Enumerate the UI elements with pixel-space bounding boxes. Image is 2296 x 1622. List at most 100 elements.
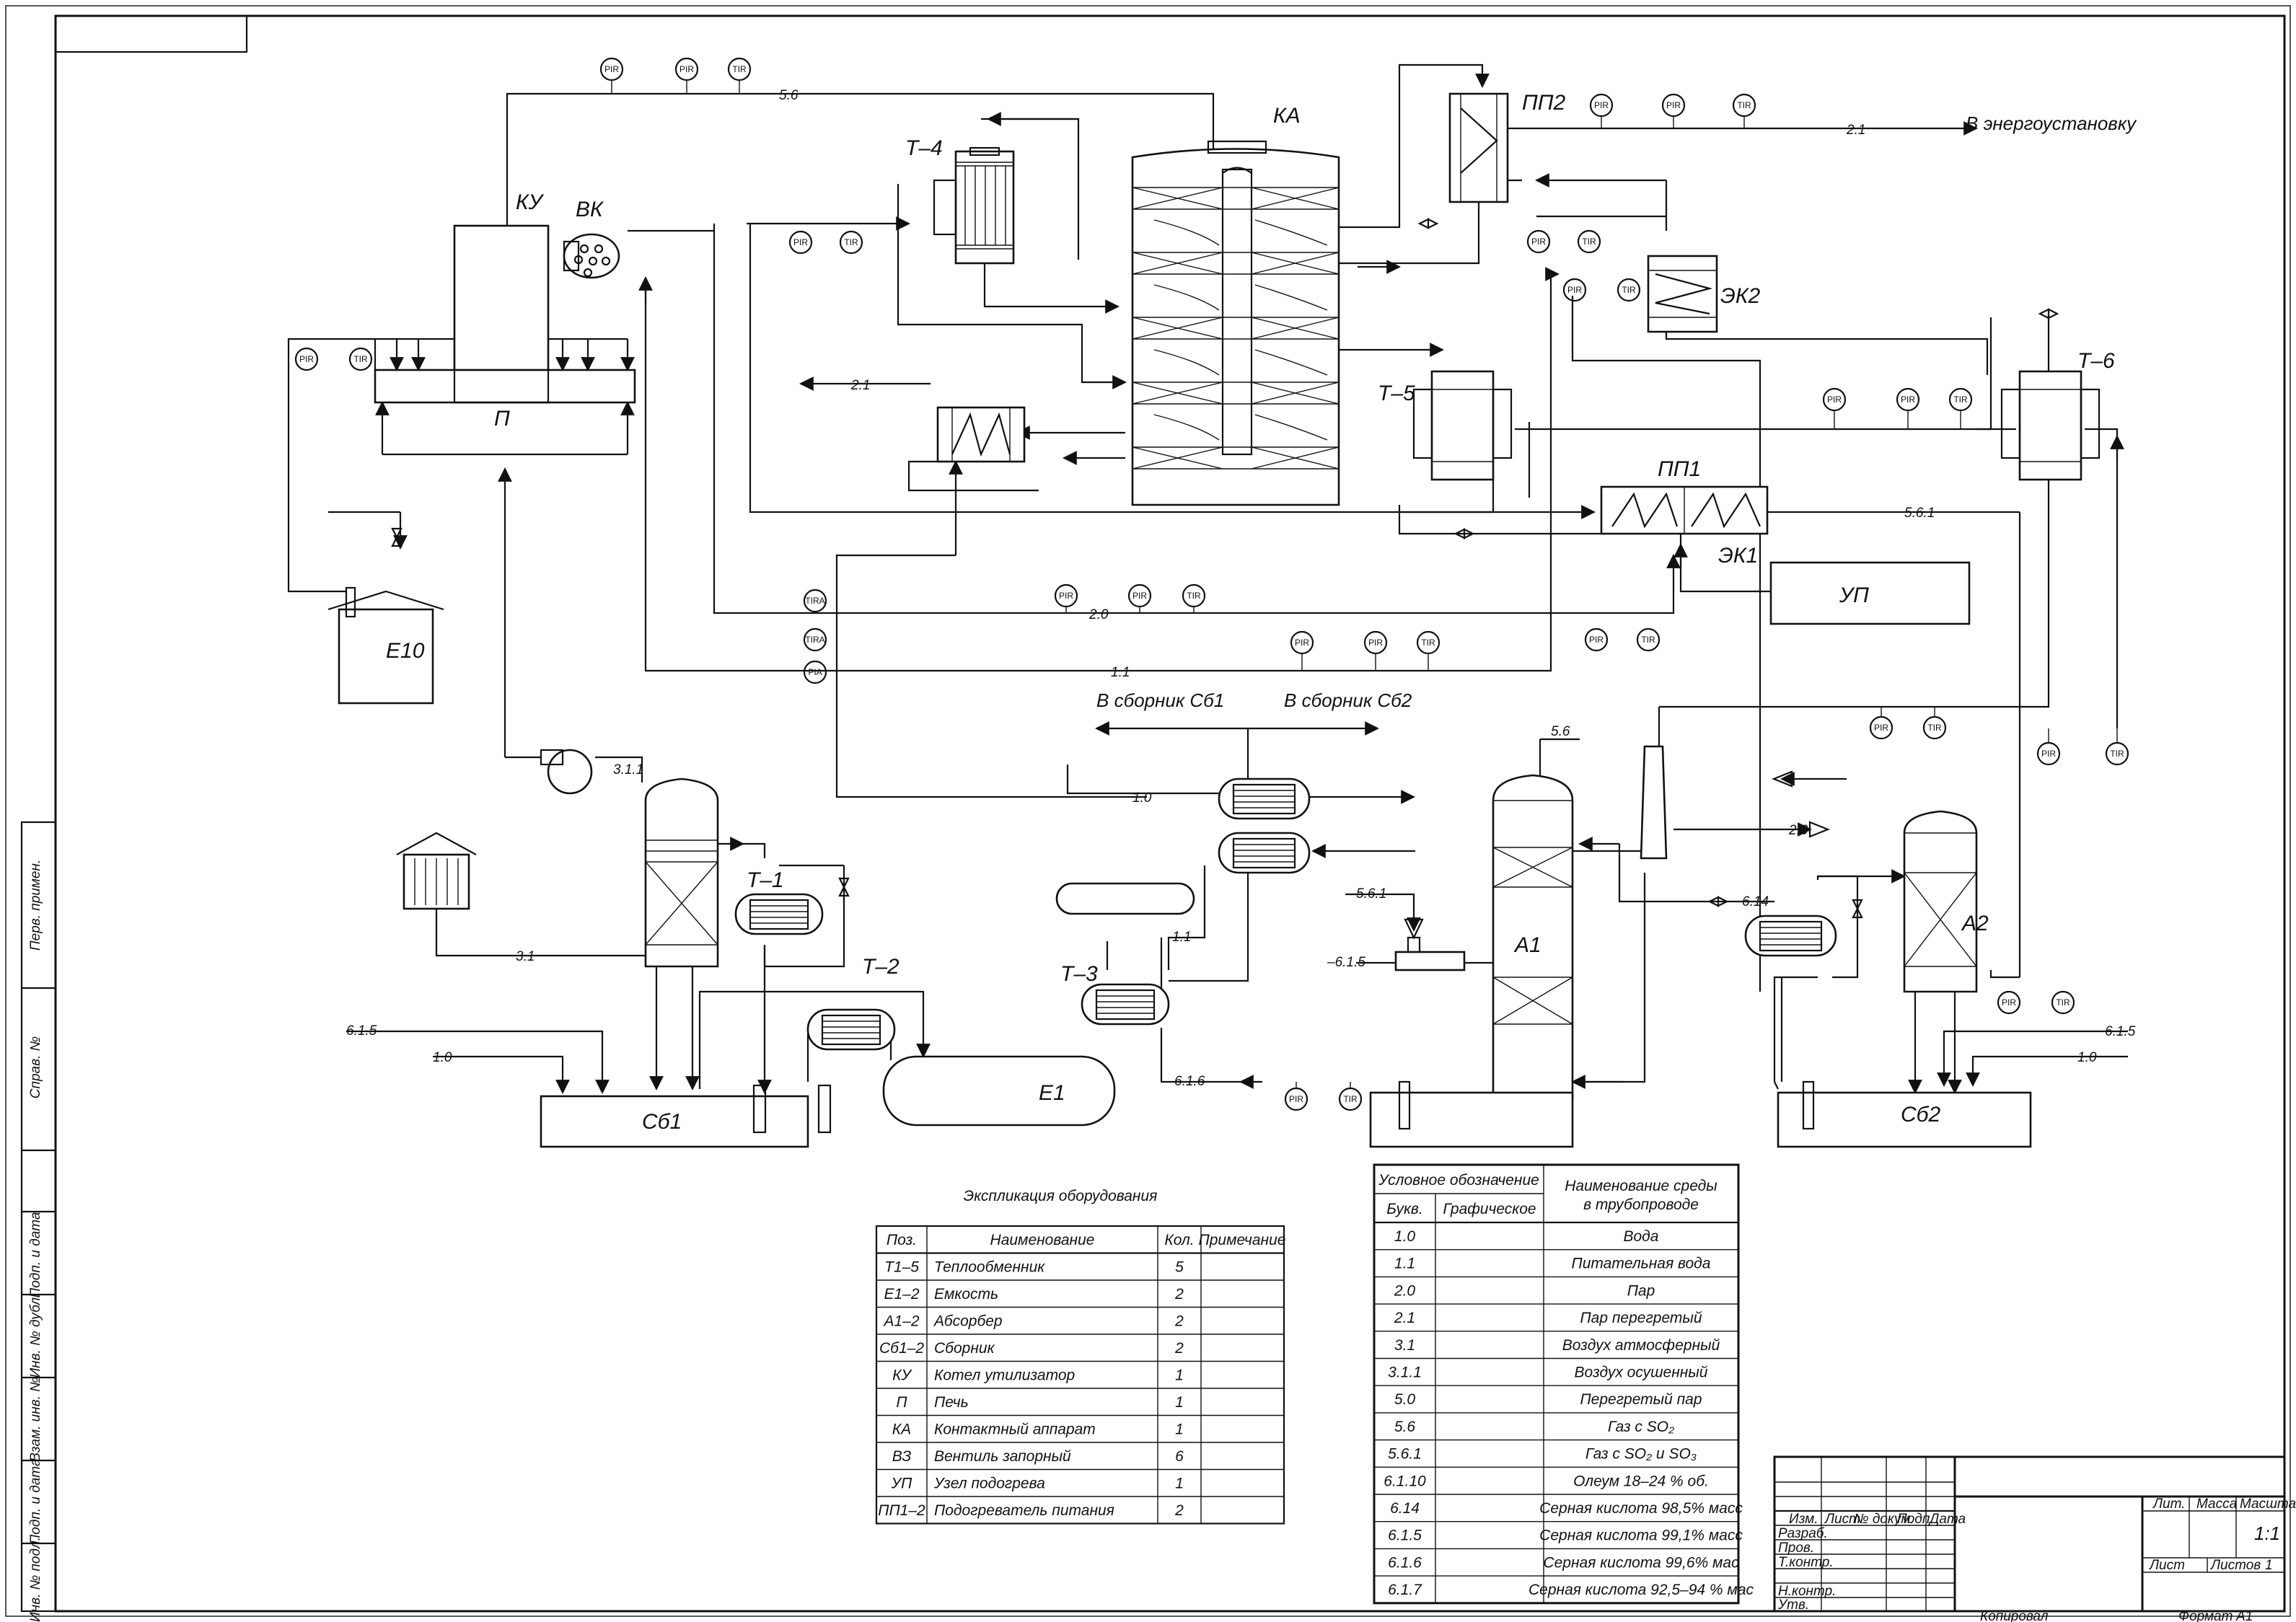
explication-name: Контактный аппарат xyxy=(934,1422,1096,1438)
label-A2: А2 xyxy=(1961,912,1989,935)
destination-sb2: В сборник Сб2 xyxy=(1284,689,1412,711)
instrument-pir: PIR xyxy=(1827,395,1842,405)
code-2-0: 2.0 xyxy=(1088,607,1109,622)
code-5-6: 5.6 xyxy=(779,88,799,103)
absorber-A2 xyxy=(1903,810,1978,993)
legend-code: 1.1 xyxy=(1394,1256,1415,1272)
instrument-tir: TIR xyxy=(844,237,858,247)
stamp-izm: Изм. xyxy=(1789,1512,1818,1527)
stamp-list: Лист xyxy=(1824,1512,1860,1527)
explication-qty: 2 xyxy=(1174,1502,1184,1519)
code-2-1: 2.1 xyxy=(1846,123,1865,138)
heat-exchanger-T6 xyxy=(2000,370,2101,481)
code-6-1-6: 6.1.6 xyxy=(1174,1074,1205,1089)
instrument-pir: PIR xyxy=(1289,1094,1303,1104)
label-T1: Т–1 xyxy=(747,868,784,892)
instrument-tir: TIR xyxy=(1641,635,1655,645)
explication-pos: Сб1–2 xyxy=(879,1340,924,1357)
stamp-listov-value: 1 xyxy=(2265,1558,2273,1573)
explication-pos: Т1–5 xyxy=(884,1259,919,1276)
legend-medium: Серная кислота 98,5% масс xyxy=(1539,1500,1743,1517)
explication-pos: КА xyxy=(892,1422,911,1438)
oleum-collector xyxy=(1055,882,1195,915)
label-T5: Т–5 xyxy=(1378,382,1415,405)
open-arrow-right xyxy=(1808,821,1830,838)
label-PP2: ПП2 xyxy=(1522,91,1565,115)
explication-qty: 1 xyxy=(1175,1394,1184,1411)
instrument-tir: TIR xyxy=(1187,591,1201,601)
stamp-format-value: А1 xyxy=(2235,1609,2253,1622)
code-1-0: 1.0 xyxy=(1132,790,1152,806)
legend-code: 3.1.1 xyxy=(1388,1365,1422,1381)
economizer-EK2 xyxy=(1647,255,1718,333)
legend-code: 2.0 xyxy=(1394,1282,1416,1299)
code-3-1: 3.1 xyxy=(516,949,535,964)
label-T4: Т–4 xyxy=(905,136,943,160)
instruments: PIR PIR TIR PIR PIR TIR PIR TIR PIR TIR … xyxy=(294,57,2129,1111)
instrument-tira: TIRA xyxy=(805,635,824,645)
explication-pos: УП xyxy=(891,1476,912,1492)
instrument-tir: TIR xyxy=(1582,237,1596,247)
stamp-kopiroval: Копировал xyxy=(1980,1609,2049,1622)
side-label-4: Инв. № дубл. xyxy=(28,1294,43,1378)
legend-medium: Серная кислота 99,1% масс xyxy=(1539,1528,1743,1544)
instrument-tir: TIR xyxy=(732,64,747,74)
explication-name: Абсорбер xyxy=(933,1313,1003,1330)
equipment-labels: КА Т–4 ПП2 КУ ВК П ЭК2 Т–5 Т–6 ПП1 ЭК1 У… xyxy=(386,91,2115,1134)
flow-code-labels: 5.6 2.1 В энергоустановку 2.1 5.6.1 2.0 … xyxy=(346,88,2137,1089)
stamp-tkontr: Т.контр. xyxy=(1778,1555,1834,1570)
stamp-data: Дата xyxy=(1928,1512,1966,1527)
legend-medium: Воздух атмосферный xyxy=(1562,1337,1720,1354)
drying-tower xyxy=(644,777,719,968)
label-EK1: ЭК1 xyxy=(1718,544,1758,568)
code-1-0-right: 1.0 xyxy=(2077,1050,2097,1065)
legend-code: 6.14 xyxy=(1390,1500,1420,1517)
pump-3-1-1 xyxy=(540,749,593,795)
heat-exchanger-T3 xyxy=(1081,983,1170,1026)
absorber-A1 xyxy=(1492,774,1574,1101)
instrument-pir: PIR xyxy=(604,64,619,74)
stamp-podp: Подп. xyxy=(1897,1512,1934,1527)
instrument-tir: TIR xyxy=(1622,285,1636,295)
cooler-lower xyxy=(1218,832,1311,874)
code-6-1-5-abs: –6.1.5 xyxy=(1327,955,1365,970)
explication-header: Примечание xyxy=(1199,1232,1286,1248)
destination-energy: В энергоустановку xyxy=(1966,113,2137,134)
stamp-lit: Лит. xyxy=(2152,1497,2186,1512)
stamp-nkontr: Н.контр. xyxy=(1778,1584,1836,1599)
label-VK: ВК xyxy=(576,198,604,221)
heat-exchanger-T4 xyxy=(933,146,1015,265)
heat-exchanger-T5 xyxy=(1412,370,1513,481)
instrument-pir: PIR xyxy=(1295,638,1309,648)
explication-qty: 6 xyxy=(1175,1448,1184,1465)
open-arrow-left xyxy=(1772,770,1793,788)
side-label-6: Подп. и дата xyxy=(28,1459,43,1545)
explication-header: Наименование xyxy=(990,1232,1095,1248)
stamp-massa: Масса xyxy=(2196,1497,2237,1512)
side-label-5: Взам. инв. № xyxy=(28,1377,43,1462)
legend-code: 6.1.7 xyxy=(1388,1582,1422,1598)
code-1-1b: 1.1 xyxy=(1172,930,1191,945)
legend-medium: Воздух осушенный xyxy=(1575,1365,1708,1381)
instrument-tir: TIR xyxy=(1421,638,1435,648)
stamp-scale-value: 1:1 xyxy=(2254,1522,2280,1544)
label-T6: Т–6 xyxy=(2077,349,2115,373)
sheet-frame xyxy=(5,5,2291,1617)
instrument-tira: TIRA xyxy=(805,596,824,606)
collector-Sb1 xyxy=(540,1084,832,1148)
blower-VK xyxy=(563,233,620,279)
stamp-utv: Утв. xyxy=(1777,1597,1809,1613)
legend-grid: Условное обозначениеБукв.ГрафическоеНаим… xyxy=(1373,1163,1754,1605)
explication-qty: 2 xyxy=(1174,1340,1184,1357)
furnace-P xyxy=(374,369,636,404)
label-E10: Е10 xyxy=(386,639,425,663)
instrument-pir: PIR xyxy=(2002,997,2016,1008)
legend-border xyxy=(1373,1163,1740,1605)
label-PP1: ПП1 xyxy=(1658,457,1701,481)
label-T2: Т–2 xyxy=(862,955,900,979)
instrument-tir: TIR xyxy=(2056,997,2070,1008)
explication-header: Поз. xyxy=(887,1232,917,1248)
code-5-6-abs: 5.6 xyxy=(1551,724,1570,739)
legend-medium: Пар xyxy=(1627,1282,1655,1299)
